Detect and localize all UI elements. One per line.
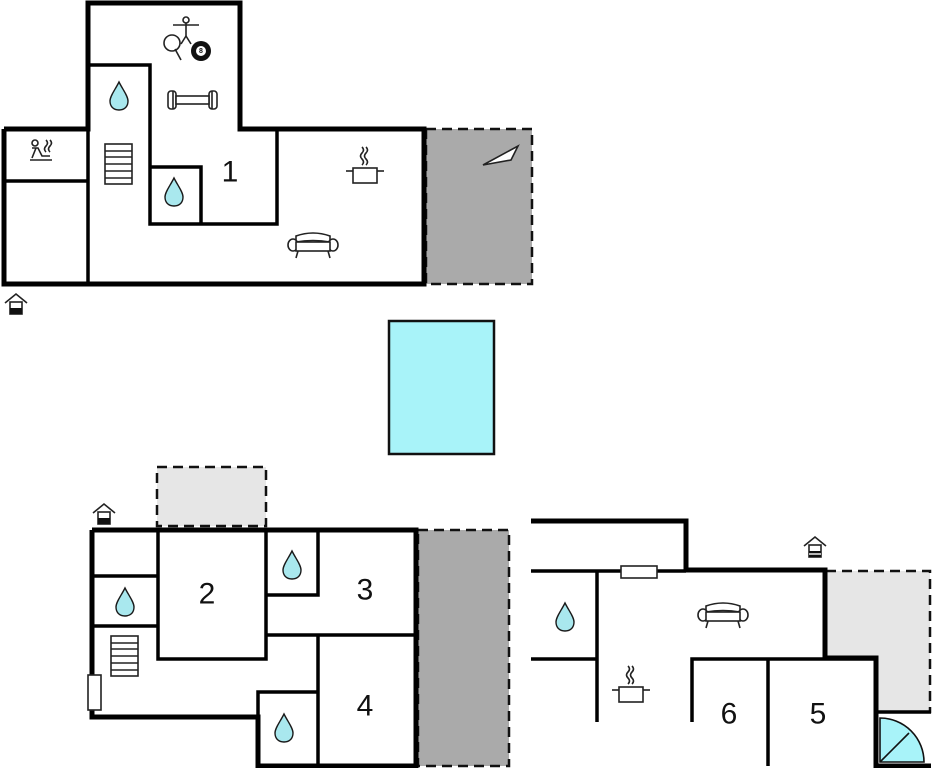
swimming-pool [387, 319, 496, 456]
terrace-top-right [424, 127, 534, 286]
stairs-icon [104, 143, 133, 185]
room-5-label: 5 [810, 698, 827, 731]
window-marker [620, 565, 658, 579]
entrance-house-icon [803, 535, 827, 558]
sofa-icon [697, 602, 749, 629]
fitness-dumbbell-icon [167, 90, 218, 110]
bottom-right-building-walls [531, 518, 931, 768]
bathroom-drop-icon [164, 176, 184, 207]
shower-icon [879, 717, 925, 763]
window-marker [87, 674, 102, 711]
room-4-label: 4 [357, 690, 374, 723]
terrace-bottom-left-right [416, 528, 511, 768]
kitchen-pot-icon [346, 146, 384, 184]
bathroom-drop-icon [274, 712, 294, 743]
entrance-house-icon [92, 502, 116, 525]
billiard-ball-number: 8 [199, 48, 203, 55]
room-3-label: 3 [357, 574, 374, 607]
bathroom-drop-icon [555, 601, 575, 632]
sauna-icon [30, 139, 53, 161]
entrance-house-icon [4, 292, 28, 315]
sofa-icon [287, 232, 339, 259]
table-tennis-icon [163, 16, 199, 61]
billiard-ball-icon: 8 [191, 41, 211, 61]
bathroom-drop-icon [282, 549, 302, 580]
room-6-label: 6 [721, 698, 738, 731]
top-building-walls [1, 0, 427, 287]
kitchen-pot-icon [612, 665, 650, 703]
terrace-bottom-left-top [155, 465, 268, 528]
fireplace-icon [482, 144, 520, 166]
room-2-label: 2 [199, 578, 216, 611]
bottom-left-building-walls [89, 527, 419, 768]
bathroom-drop-icon [109, 80, 129, 111]
room-1-label: 1 [222, 156, 239, 189]
bathroom-drop-icon [115, 586, 135, 617]
stairs-icon [110, 635, 139, 677]
